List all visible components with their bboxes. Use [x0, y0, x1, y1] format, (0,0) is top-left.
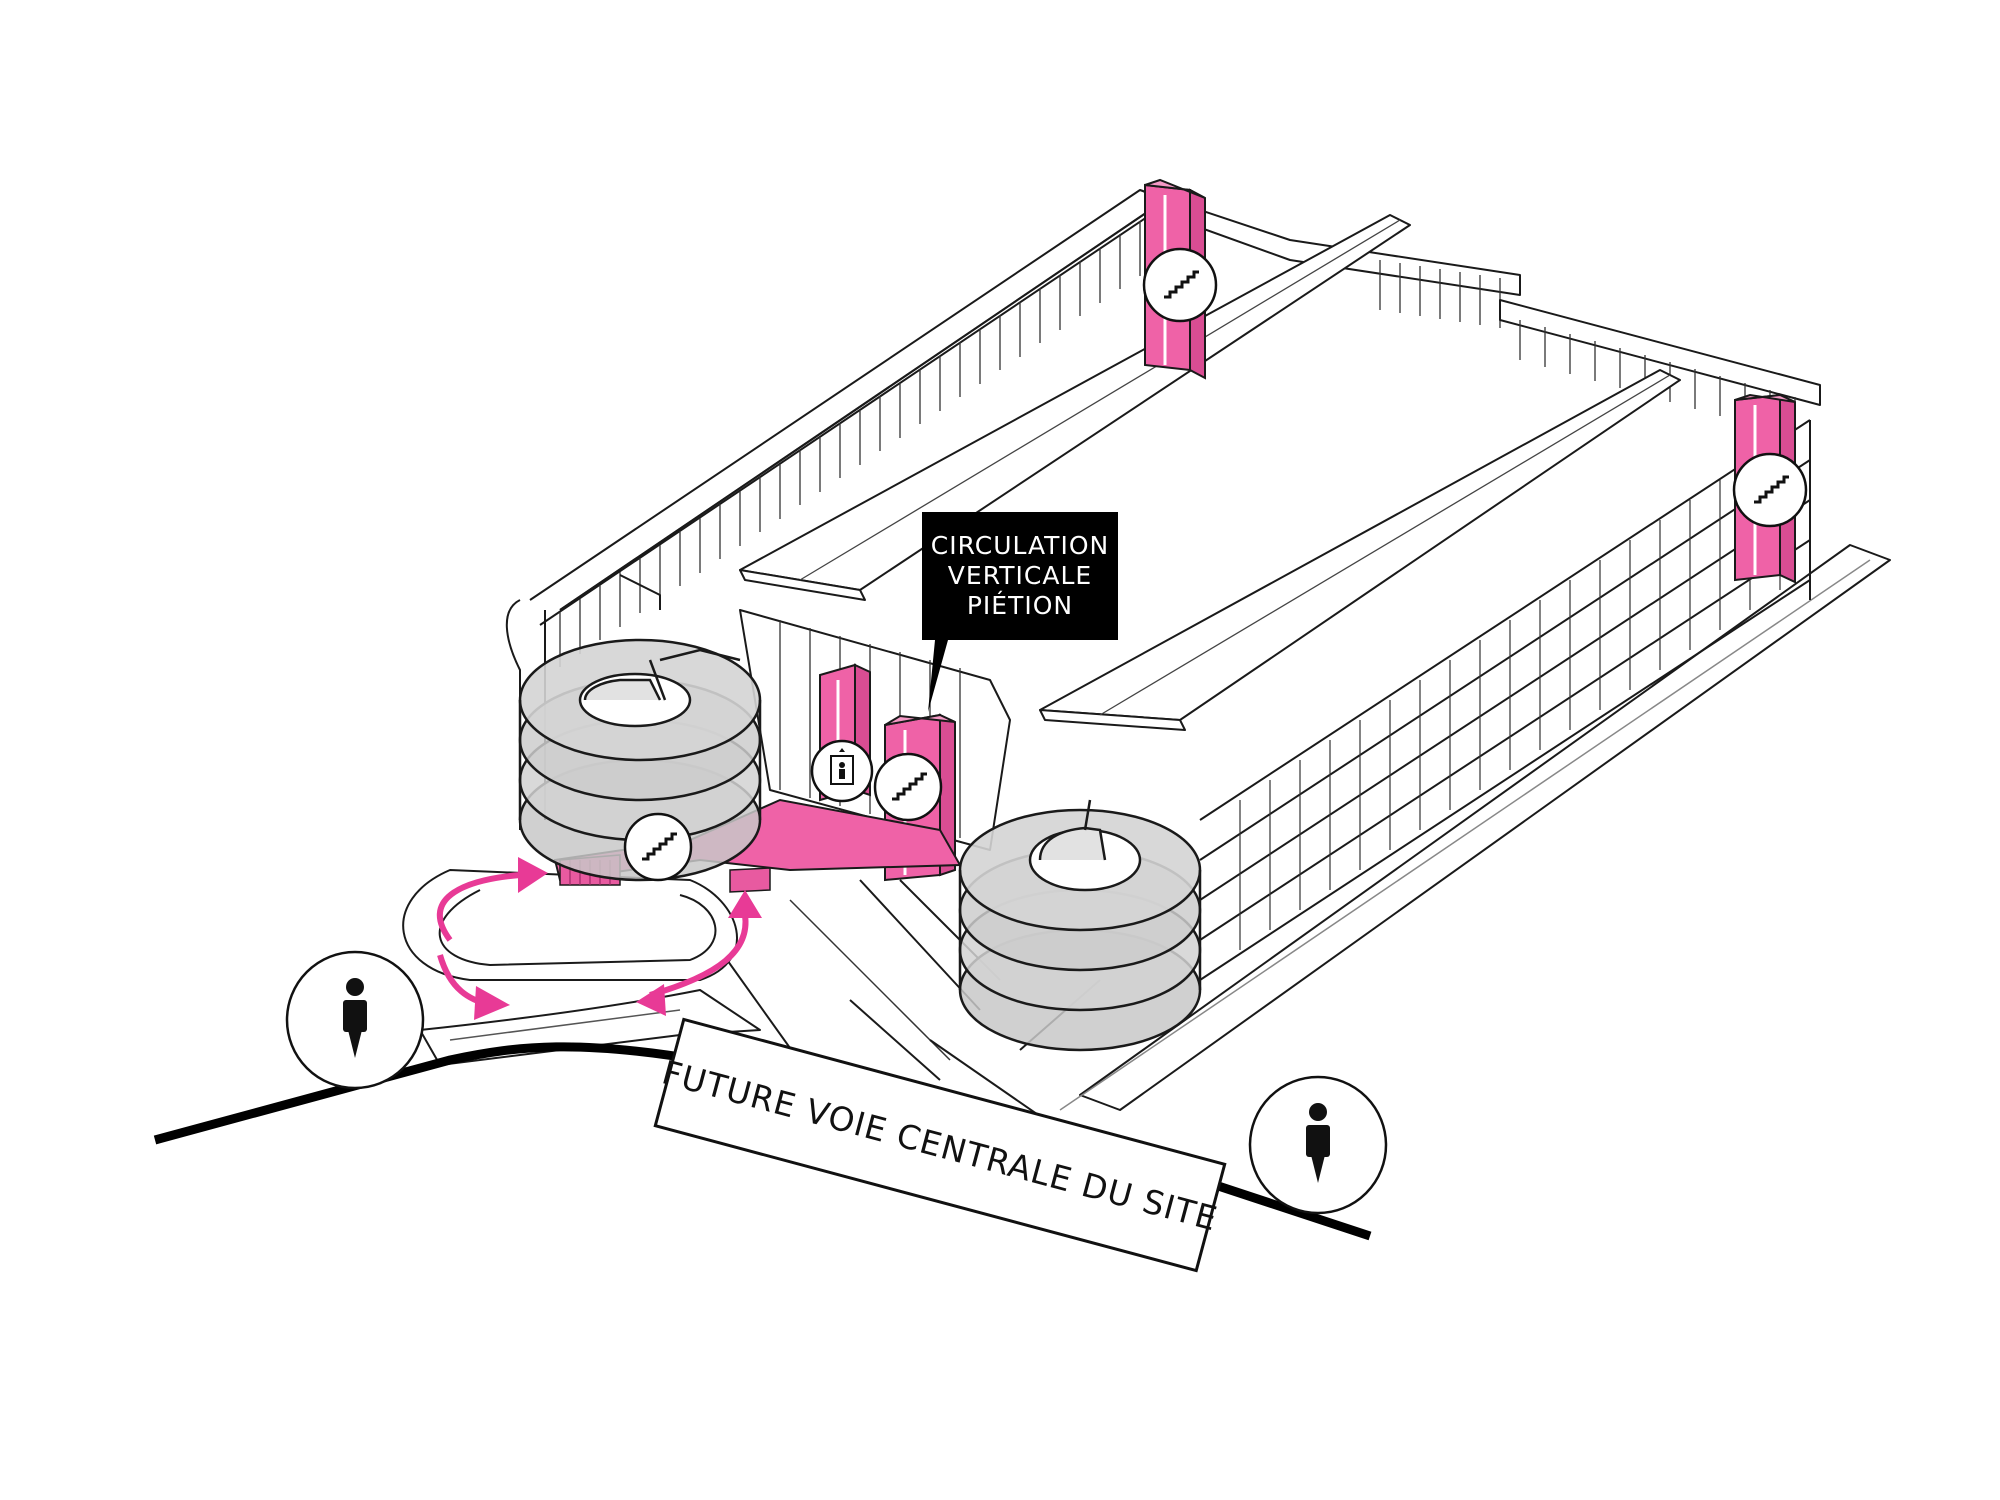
- facade-west-curve: [505, 599, 521, 830]
- elevator-icon: [810, 739, 874, 803]
- roof-canopy-right: [1039, 369, 1681, 721]
- arrowhead-3: [728, 890, 762, 918]
- helical-ramp-east: [958, 799, 1202, 1052]
- arrowhead-1: [518, 857, 548, 893]
- pedestrian-icon-west: [285, 950, 425, 1090]
- facade-north: [1139, 189, 1521, 296]
- arrowhead-2: [474, 986, 510, 1020]
- arrow-ramp-right: [649, 914, 749, 998]
- arrowhead-4: [636, 984, 666, 1016]
- ground-slab: [1079, 544, 1891, 1111]
- forecourt: [402, 869, 738, 981]
- pedestrian-icon-east: [1248, 1075, 1388, 1215]
- callout-line-3: PIÉTION: [967, 591, 1073, 620]
- stair-icon-east: [1732, 452, 1808, 528]
- stair-icon-north: [1142, 247, 1218, 323]
- building-structure: [402, 189, 1891, 1131]
- helical-ramp-west: [518, 638, 762, 882]
- arrow-entry-left: [436, 872, 521, 942]
- callout-line-2: VERTICALE: [948, 561, 1092, 590]
- stair-icon-walkway: [623, 812, 693, 882]
- mullion-group-nw: [559, 221, 1141, 667]
- arrowheads: [474, 857, 762, 1020]
- callout-line-1: CIRCULATION: [931, 531, 1109, 560]
- facade-east: [1199, 419, 1811, 981]
- stair-icon-central: [873, 752, 943, 822]
- callout-box: CIRCULATION VERTICALE PIÉTION: [922, 512, 1118, 712]
